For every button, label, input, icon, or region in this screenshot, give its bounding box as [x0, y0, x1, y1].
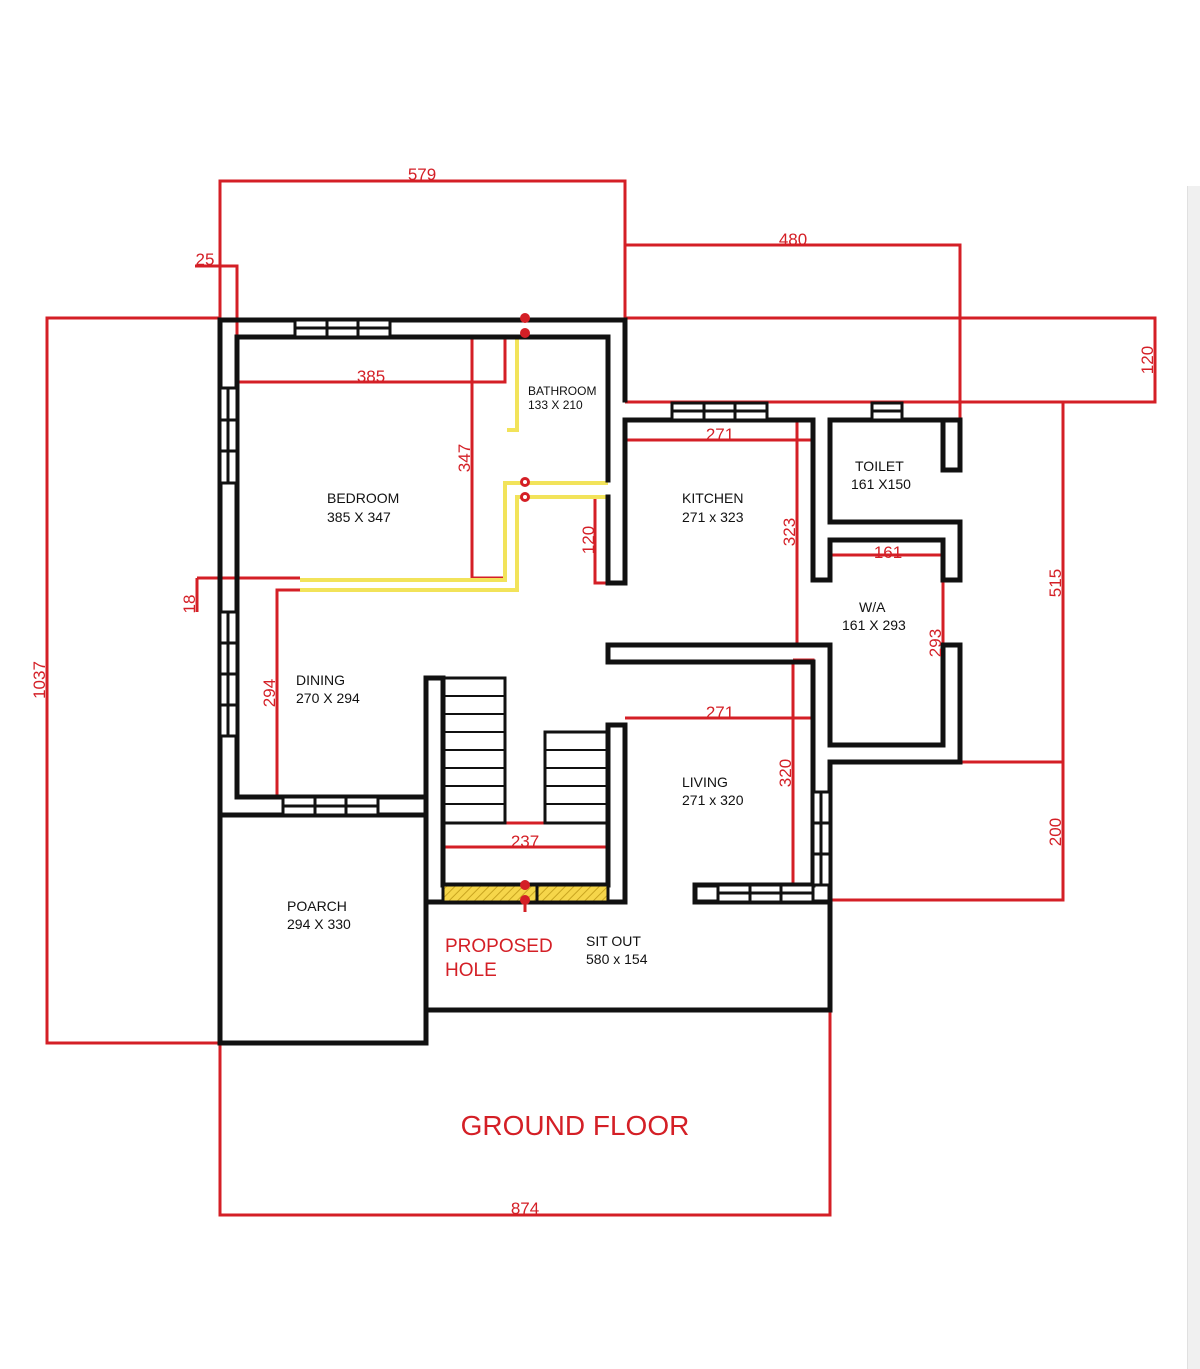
room-dining-name: DINING: [296, 672, 345, 688]
proposed-hole-label-line1: PROPOSED: [445, 936, 553, 957]
room-kitchen-name: KITCHEN: [682, 490, 743, 506]
room-labels: BATHROOM 133 X 210 BEDROOM 385 X 347 KIT…: [287, 384, 911, 967]
room-kitchen-size: 271 x 323: [682, 509, 744, 525]
room-sitout-name: SIT OUT: [586, 933, 641, 949]
dim-385: 385: [357, 367, 385, 386]
window-living-east: [811, 790, 832, 887]
room-poarch-size: 294 X 330: [287, 916, 351, 932]
window-bedroom-north: [293, 318, 392, 339]
proposed-hole-label-line2: HOLE: [445, 960, 497, 981]
dim-515: 515: [1046, 569, 1065, 597]
room-poarch-name: POARCH: [287, 898, 347, 914]
windows: [218, 318, 904, 904]
vertical-scrollbar[interactable]: [1187, 186, 1200, 1369]
dim-161: 161: [874, 543, 902, 562]
window-dining-west: [218, 610, 239, 738]
dimension-labels: 579 480 25 385 347 120 271 323 161 120 5…: [30, 165, 1157, 1218]
room-wa-name: W/A: [859, 599, 886, 615]
window-bedroom-west: [218, 386, 239, 485]
window-kitchen-north: [670, 401, 769, 422]
dim-271-living: 271: [706, 703, 734, 722]
room-living-size: 271 x 320: [682, 792, 744, 808]
drawing-title: GROUND FLOOR: [461, 1110, 690, 1141]
dim-237: 237: [511, 832, 539, 851]
window-dining-south: [281, 795, 380, 817]
dim-271-kitchen: 271: [706, 425, 734, 444]
dim-120-bath: 120: [579, 526, 598, 554]
room-toilet-name: TOILET: [855, 458, 904, 474]
room-bedroom-size: 385 X 347: [327, 509, 391, 525]
marker-dots: [520, 313, 530, 905]
room-toilet-size: 161 X150: [851, 476, 911, 492]
dim-18: 18: [180, 595, 199, 614]
dim-200: 200: [1046, 818, 1065, 846]
stairs: [441, 676, 610, 825]
room-living-name: LIVING: [682, 774, 728, 790]
window-toilet: [870, 401, 904, 422]
dim-579: 579: [408, 165, 436, 184]
room-dining-size: 270 X 294: [296, 690, 360, 706]
dim-874: 874: [511, 1199, 539, 1218]
window-living-south: [716, 883, 815, 904]
dim-323: 323: [780, 518, 799, 546]
dim-25: 25: [196, 250, 215, 269]
dim-320: 320: [776, 759, 795, 787]
dim-347: 347: [455, 444, 474, 472]
highlight-lines: [300, 337, 608, 592]
room-bedroom-name: BEDROOM: [327, 490, 399, 506]
dim-294: 294: [260, 679, 279, 707]
dim-1037: 1037: [30, 661, 49, 699]
dim-293: 293: [926, 629, 945, 657]
room-wa-size: 161 X 293: [842, 617, 906, 633]
room-sitout-size: 580 x 154: [586, 951, 648, 967]
room-bathroom-size: 133 X 210: [528, 398, 583, 412]
room-bathroom-name: BATHROOM: [528, 384, 596, 398]
dim-480: 480: [779, 230, 807, 249]
dim-120-right: 120: [1138, 346, 1157, 374]
